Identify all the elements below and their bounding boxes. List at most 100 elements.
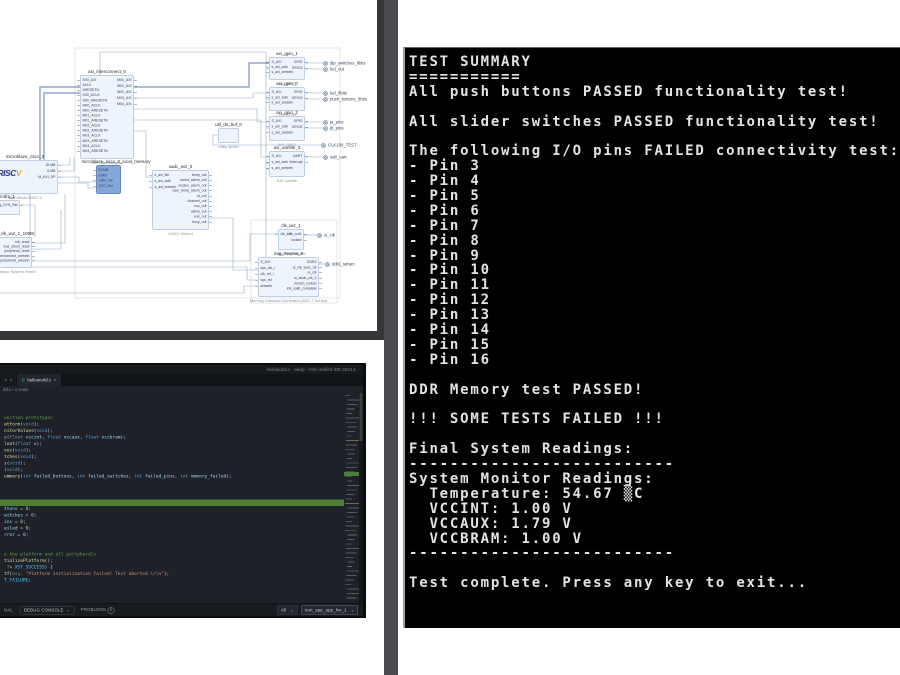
minimap-mark [346,467,357,468]
port-stub [209,175,212,176]
port-stub [134,92,137,93]
port-label: locked [291,238,302,243]
vertical-divider [384,0,398,675]
port-stub [77,120,80,122]
breadcrumb[interactable]: rld.c › ◇ main [0,386,363,393]
riscv-logo: RISCV [0,168,22,179]
ip-block-mdm[interactable]: mdm_1Debug_SYS_Rst [0,194,23,215]
scrollbar[interactable] [359,393,363,603]
port-label: M02_AXI [117,90,132,95]
port-stub [93,185,96,187]
port-stub [134,86,137,87]
terminal-line: - Pin 15 [409,336,491,353]
panel-tab-terminal[interactable]: NAL [4,607,13,613]
port-label: M02_ACLK [82,124,101,128]
port-stub [266,102,269,104]
target-value: test_app_app_hw_1 [305,607,347,613]
minimap-mark [345,557,354,558]
terminal-line [409,426,900,441]
port-stub [149,181,152,182]
block-label: axi_gpio_2 [276,110,298,115]
block-label: mdm_1 [0,194,15,199]
code-line: ttons = 0; [4,506,32,512]
external-port-p_led_out[interactable] [323,67,328,72]
port-stub [266,62,269,63]
port-label: s_axi_aresetn [271,70,294,75]
terminal-line: VCCBRAM: 1.00 V [409,530,583,547]
chevron-down-icon: ⌄ [66,607,70,613]
port-label: alarm_out [190,209,207,214]
terminal-line: All push buttons PASSED functionality te… [409,83,849,100]
block-label: microblaze_riscv_0_local_memory [81,159,151,164]
external-port-p_clk100[interactable] [321,143,326,148]
minimap-mark [346,489,357,491]
port-label: M00_AXI [117,78,132,83]
port-stub [266,168,269,169]
port-stub [319,288,322,290]
terminal-line: System Monitor Readings: [409,470,655,487]
external-port-p_ja[interactable] [323,120,328,125]
port-stub [275,234,278,235]
debug-console-label: DEBUG CONSOLE [23,607,64,613]
filter-dropdown[interactable]: All ⌄ [277,605,298,615]
port-label: M_AXI_DP [38,175,56,180]
ip-block-reset[interactable]: rst_clk_wiz_1_100MProcessor System Reset… [0,231,36,274]
port-stub [77,145,80,147]
port-stub [77,140,80,142]
minimap-mark [347,431,355,432]
external-port-p_led8[interactable] [323,91,328,96]
code-line: tializePlatform(); [4,558,53,564]
port-label: busy_out [192,220,207,224]
external-port-p_uart[interactable] [323,155,328,160]
launch-target-dropdown[interactable]: test_app_app_hw_1 ⌄ [301,605,358,615]
terminal-line: Temperature: 54.67 ▒C [409,485,645,502]
port-stub [209,201,212,202]
tab-cropped[interactable]: n × [0,374,18,386]
minimap-mark [347,507,359,509]
terminal-line: - Pin 12 [409,292,491,309]
minimap-mark [346,597,357,599]
minimap-mark [347,399,359,401]
terminal-line [409,396,900,411]
external-port-p_ddr[interactable] [325,262,330,267]
minimap-mark [345,498,352,500]
code-line: ummary(int failed_buttons, int failed_sw… [4,474,232,479]
close-icon[interactable]: × [9,377,13,383]
minimap-mark [346,494,355,495]
close-icon[interactable]: × [53,377,57,383]
tab-label: helloworld.c [27,377,52,383]
external-port-p_dip[interactable] [323,61,328,66]
scrollbar-thumb[interactable] [359,393,363,441]
port-stub [319,262,322,263]
external-port-p_push[interactable] [323,97,328,102]
serial-terminal-output[interactable]: TEST SUMMARY===========All push buttons … [403,47,900,628]
minimap[interactable] [344,393,359,603]
port-stub [255,280,258,281]
minimap-highlight [344,472,359,476]
terminal-line: - Pin 14 [409,322,491,339]
port-stub [266,126,269,128]
external-port-p_uiclk[interactable] [317,233,322,238]
code-line: tf(msg: "Platform initialization failed!… [4,571,170,577]
port-stub [209,211,212,212]
port-label: S_AXI [271,154,282,159]
panel-tab-debug-console[interactable]: DEBUG CONSOLE ⌄ [18,605,75,615]
external-port-p_jb[interactable] [323,126,328,131]
port-label: ILMB [47,169,56,174]
port-label: S00_AXI [82,78,97,83]
tab-helloworld[interactable]: C helloworld.c × [17,374,62,386]
panel-tab-problems[interactable]: PROBLEMS 8 [81,607,115,614]
